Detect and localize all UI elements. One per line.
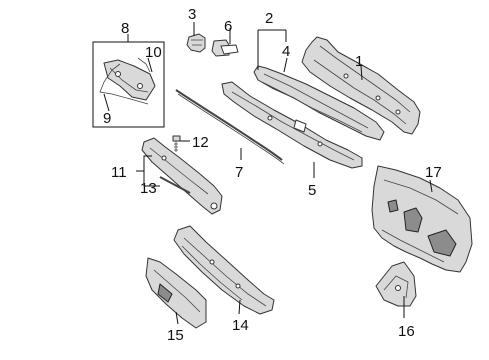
part-1-upper-cowl [301, 36, 421, 135]
part-13-rod [159, 176, 191, 194]
callout-4: 4 [282, 43, 290, 60]
callout-9: 9 [103, 110, 111, 127]
callout-2: 2 [265, 10, 273, 27]
part-15-side-panel [145, 257, 207, 329]
callout-3: 3 [188, 6, 196, 23]
callout-5: 5 [308, 182, 316, 199]
part-3-clip [186, 33, 206, 53]
part-7-seal-strip [175, 89, 285, 165]
callout-17: 17 [425, 164, 442, 181]
callout-13: 13 [140, 180, 157, 197]
part-14-dash-panel [173, 225, 275, 315]
callout-6: 6 [224, 18, 232, 35]
callout-1: 1 [355, 53, 363, 70]
part-17-dash-silencer [371, 165, 473, 273]
leader-lines [103, 22, 433, 325]
part-6-spacer [211, 39, 239, 57]
callout-16: 16 [398, 323, 415, 340]
callout-15: 15 [167, 327, 184, 344]
part-16-insulator [375, 261, 417, 307]
callout-7: 7 [235, 164, 243, 181]
callout-14: 14 [232, 317, 249, 334]
part-11-bracket [141, 137, 223, 215]
part-12-bolt [172, 135, 181, 152]
callout-8: 8 [121, 20, 129, 37]
part-9-10-bracket [99, 57, 156, 105]
callout-12: 12 [192, 134, 209, 151]
part-5-lower-cowl [221, 81, 363, 169]
callout-10: 10 [145, 44, 162, 61]
callout-11: 11 [111, 164, 127, 181]
part-4-cowl-panel [253, 65, 385, 141]
